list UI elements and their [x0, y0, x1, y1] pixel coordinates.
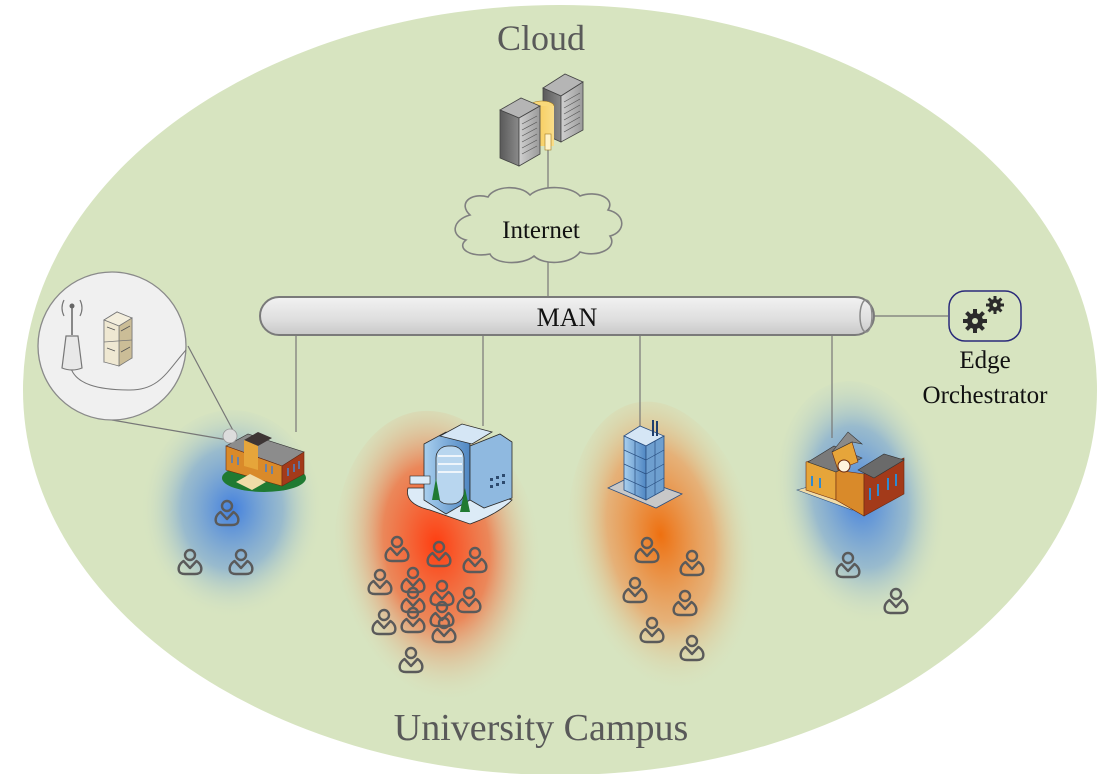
orchestrator-label-line1: Edge [959, 347, 1010, 374]
cloud-datacenter-icon [499, 73, 584, 167]
edge-server-stack-icon [103, 311, 133, 367]
skyscraper-icon[interactable] [607, 420, 683, 509]
man-label: MAN [537, 303, 598, 332]
cloud-title: Cloud [497, 18, 585, 58]
clocktower-building-icon[interactable] [796, 431, 905, 517]
internet-label: Internet [502, 217, 580, 244]
network-links [111, 148, 948, 441]
edge-orchestrator[interactable]: Edge Orchestrator [923, 290, 1049, 409]
man-backbone: MAN [259, 296, 875, 336]
load-heatmap-site-3 [567, 401, 763, 719]
orchestrator-label-line2: Orchestrator [923, 382, 1049, 409]
wireless-access-point-icon [61, 299, 83, 371]
gears-icon [963, 296, 1004, 333]
office-building-icon[interactable] [407, 423, 513, 525]
school-building-icon[interactable] [222, 428, 306, 492]
internet-cloud: Internet [454, 186, 623, 264]
edge-node-callout [37, 271, 187, 421]
campus-label: University Campus [394, 707, 688, 749]
